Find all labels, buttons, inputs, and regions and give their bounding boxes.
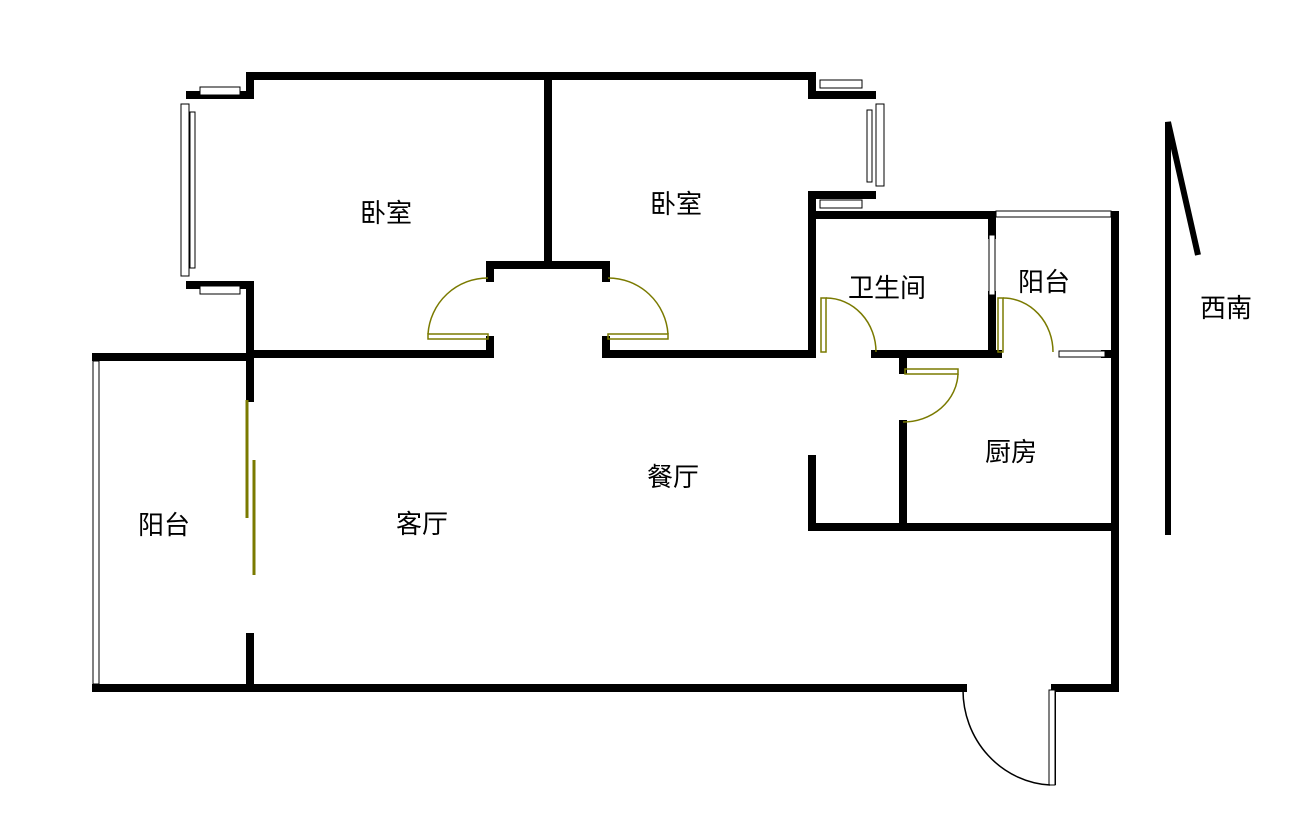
door-swing-balcony — [1002, 297, 1054, 353]
room-label-bedroom-right: 卧室 — [650, 190, 703, 220]
room-label-balcony-large: 阳台 — [138, 511, 191, 541]
wall-right-bedroom-window — [808, 191, 876, 358]
north-arrow-icon — [1165, 121, 1201, 535]
doors — [245, 277, 1054, 786]
door-leaf-kitchen — [904, 368, 959, 375]
room-label-dining: 餐厅 — [647, 463, 700, 493]
door-swing-bathroom — [825, 297, 877, 353]
window-left-bottom-small — [199, 285, 241, 295]
window-entry — [1048, 689, 1056, 786]
door-leaf-bathroom — [820, 297, 827, 353]
door-swing-right-bedroom — [607, 277, 669, 335]
window-right-top-small — [819, 79, 863, 89]
door-leaf-left-bedroom — [427, 333, 489, 340]
wall-left-bedroom-lower — [186, 281, 254, 360]
door-leaf-right-bedroom — [607, 333, 669, 340]
wall-closet — [486, 261, 610, 282]
door-swing-left-bedroom — [427, 277, 489, 335]
window-balcony-top — [995, 210, 1112, 218]
windows — [92, 79, 1112, 786]
window-right-bedroom-sash — [866, 109, 873, 183]
window-large-balcony — [92, 360, 100, 685]
window-left-bedroom — [180, 103, 190, 277]
wall-right-exterior — [1051, 211, 1119, 692]
window-bath — [988, 234, 996, 296]
walls — [92, 72, 1119, 692]
room-label-living: 客厅 — [396, 510, 449, 540]
door-leaf-balcony — [997, 297, 1004, 353]
window-balcony-bottom — [1058, 350, 1106, 358]
wall-top-left-bedroom — [186, 72, 876, 99]
room-label-kitchen: 厨房 — [985, 438, 1038, 468]
window-right-bottom-small — [819, 199, 863, 209]
window-left-top-small — [199, 86, 241, 96]
room-label-bathroom: 卫生间 — [848, 274, 927, 304]
window-right-bedroom — [875, 103, 885, 187]
door-swing-kitchen — [902, 373, 959, 423]
room-label-bedroom-left: 卧室 — [360, 199, 413, 229]
orientation-label: 西南 — [1200, 294, 1253, 324]
door-swing-entry — [962, 689, 1051, 786]
window-left-bedroom-sash — [189, 111, 196, 269]
room-label-balcony-small: 阳台 — [1018, 268, 1071, 298]
